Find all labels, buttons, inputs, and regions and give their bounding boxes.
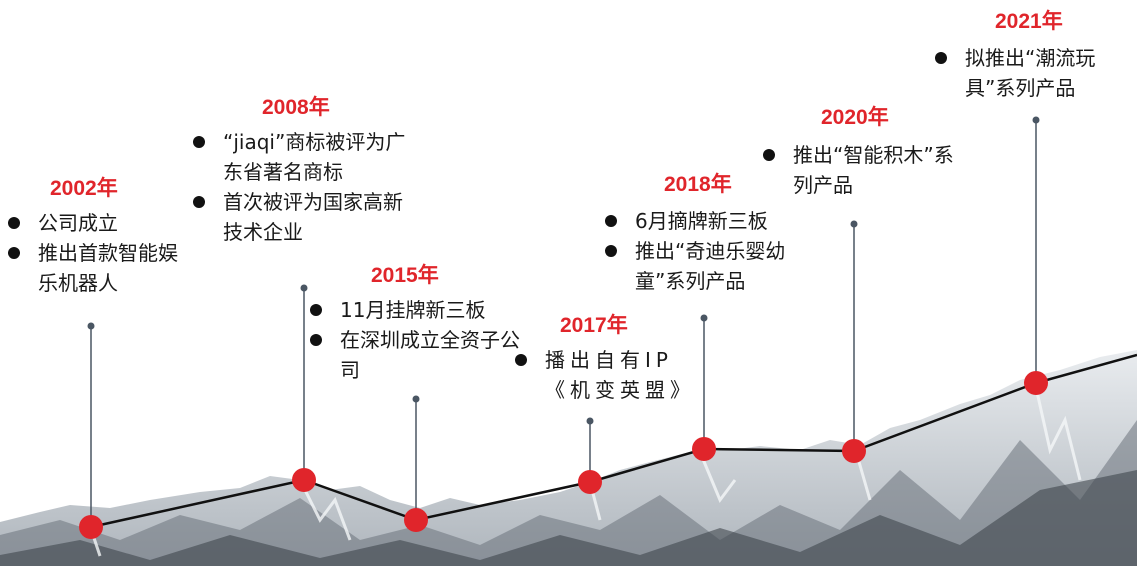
year-2008: 2008年	[262, 96, 330, 119]
milestone-marker-1	[292, 468, 316, 492]
event-own-ip: 播出自有IP《机变英盟》	[515, 345, 705, 405]
event-first-robot: 推出首款智能娱乐机器人	[8, 238, 188, 298]
events-2020: 推出“智能积木”系列产品	[763, 140, 973, 200]
year-2017: 2017年	[560, 314, 628, 337]
stem-end-dot-3	[586, 417, 594, 425]
stem-end-dot-4	[700, 314, 708, 322]
year-2018: 2018年	[664, 173, 732, 196]
timeline-path	[90, 353, 1137, 529]
mountain-snow-streaks	[88, 382, 1082, 557]
event-shenzhen-subsidiary: 在深圳成立全资子公司	[310, 325, 522, 385]
events-2015: 11月挂牌新三板 在深圳成立全资子公司	[310, 295, 522, 385]
event-company-founded: 公司成立	[8, 208, 188, 238]
milestone-marker-4	[692, 437, 716, 461]
events-2002: 公司成立 推出首款智能娱乐机器人	[8, 208, 188, 298]
milestone-marker-6	[1024, 371, 1048, 395]
stem-end-dot-6	[1032, 116, 1040, 124]
mountain-shade-2	[0, 470, 1137, 566]
event-trademark: “jiaqi”商标被评为广东省著名商标	[193, 127, 415, 187]
stem-end-dot-2	[412, 395, 420, 403]
events-2017: 播出自有IP《机变英盟》	[515, 345, 705, 405]
milestone-marker-0	[79, 515, 103, 539]
stem-end-dot-0	[87, 322, 95, 330]
event-neeq-delisting: 6月摘牌新三板	[605, 206, 805, 236]
events-2018: 6月摘牌新三板 推出“奇迪乐婴幼童”系列产品	[605, 206, 805, 296]
year-2020: 2020年	[821, 106, 889, 129]
event-high-tech: 首次被评为国家高新技术企业	[193, 187, 415, 247]
event-trendy-toys: 拟推出“潮流玩具”系列产品	[935, 43, 1135, 103]
milestone-marker-5	[842, 439, 866, 463]
year-2021: 2021年	[995, 10, 1063, 33]
stem-end-dot-5	[850, 220, 858, 228]
event-neeq-listing: 11月挂牌新三板	[310, 295, 522, 325]
milestone-marker-3	[578, 470, 602, 494]
events-2008: “jiaqi”商标被评为广东省著名商标 首次被评为国家高新技术企业	[193, 127, 415, 247]
year-2002: 2002年	[50, 177, 118, 200]
event-smart-blocks: 推出“智能积木”系列产品	[763, 140, 973, 200]
year-2015: 2015年	[371, 264, 439, 287]
stem-end-dot-1	[300, 284, 308, 292]
events-2021: 拟推出“潮流玩具”系列产品	[935, 43, 1135, 103]
event-qidile-series: 推出“奇迪乐婴幼童”系列产品	[605, 236, 805, 296]
milestone-marker-2	[404, 508, 428, 532]
